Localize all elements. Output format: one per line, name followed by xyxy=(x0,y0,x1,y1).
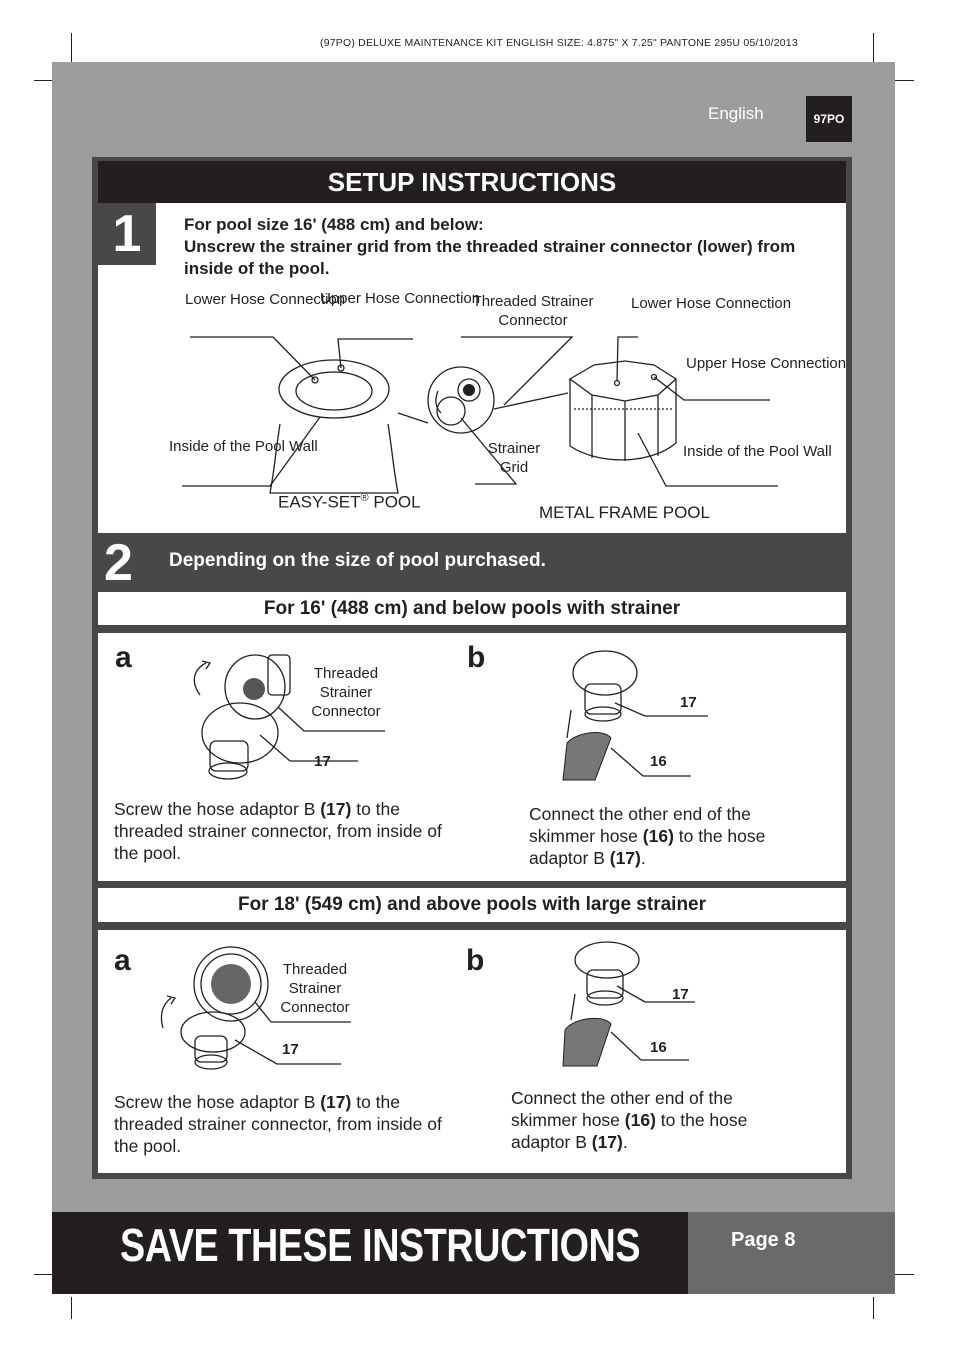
easy-set-pool-illustration xyxy=(269,359,399,494)
large-pool-b-illustration xyxy=(562,941,695,1067)
label-threaded-strainer: Threaded Strainer Connector xyxy=(472,293,594,329)
label-upper-hose-right: Upper Hose Connection xyxy=(686,355,847,372)
page-number-box xyxy=(688,1212,895,1294)
small-pool-b-part-top: 17 xyxy=(680,694,697,711)
small-pool-a-part: 17 xyxy=(314,753,331,770)
page-number: Page 8 xyxy=(731,1229,796,1251)
strainer-detail-illustration xyxy=(427,366,495,434)
small-pool-panel xyxy=(98,633,846,881)
crop-mark xyxy=(34,1274,64,1275)
crop-mark xyxy=(880,1274,914,1275)
crop-mark xyxy=(71,33,72,63)
small-pool-b-illustration xyxy=(562,650,708,781)
large-pool-step-b-letter: b xyxy=(466,944,485,977)
large-pool-step-a-letter: a xyxy=(114,944,131,977)
metal-frame-pool-illustration xyxy=(568,360,678,461)
small-pool-step-b-letter: b xyxy=(467,641,486,674)
section-title: SETUP INSTRUCTIONS xyxy=(98,161,846,203)
large-pool-b-part-bottom: 16 xyxy=(650,1039,667,1056)
label-lower-hose-left: Lower Hose Connection xyxy=(185,291,346,308)
footer-bar xyxy=(52,1212,688,1294)
label-inside-wall-right: Inside of the Pool Wall xyxy=(683,443,832,460)
step2-instructions: Depending on the size of pool purchased. xyxy=(169,550,546,571)
step1-number: 1 xyxy=(98,203,156,265)
large-pool-b-part-top: 17 xyxy=(672,986,689,1003)
printer-info: (97PO) DELUXE MAINTENANCE KIT ENGLISH SI… xyxy=(320,37,798,49)
label-strainer-grid: Strainer Grid xyxy=(487,440,541,476)
large-pool-a-label: Threaded Strainer Connector xyxy=(280,961,350,1016)
step1-diagram xyxy=(182,336,778,494)
model-code-badge: 97PO xyxy=(806,96,852,142)
crop-mark xyxy=(873,1297,874,1319)
small-pool-a-text: Screw the hose adaptor B (17) to the thr… xyxy=(114,799,442,863)
step2-band xyxy=(98,535,846,589)
label-metal-frame-pool: METAL FRAME POOL xyxy=(539,503,710,522)
small-pool-a-label: Threaded Strainer Connector xyxy=(311,665,381,720)
language-label: English xyxy=(708,104,764,123)
small-pool-heading: For 16' (488 cm) and below pools with st… xyxy=(98,592,846,625)
small-pool-a-illustration xyxy=(193,654,385,780)
crop-mark xyxy=(34,80,64,81)
leader-lines xyxy=(182,336,778,487)
large-pool-a-text: Screw the hose adaptor B (17) to the thr… xyxy=(114,1092,442,1156)
large-pool-a-illustration xyxy=(160,946,351,1070)
large-pool-heading: For 18' (549 cm) and above pools with la… xyxy=(98,888,846,922)
step1-line1: For pool size 16' (488 cm) and below: xyxy=(184,215,484,234)
label-easy-set-pool: EASY-SET® POOL xyxy=(278,492,421,512)
step1-line2: Unscrew the strainer grid from the threa… xyxy=(184,237,796,278)
large-pool-a-part: 17 xyxy=(282,1041,299,1058)
save-instructions-banner: SAVE THESE INSTRUCTIONS xyxy=(120,1219,641,1271)
large-pool-b-text: Connect the other end of the skimmer hos… xyxy=(511,1088,748,1152)
step2-number: 2 xyxy=(104,534,133,592)
crop-mark xyxy=(880,80,914,81)
small-pool-b-part-bottom: 16 xyxy=(650,753,667,770)
crop-mark xyxy=(873,33,874,63)
small-pool-b-text: Connect the other end of the skimmer hos… xyxy=(529,804,766,868)
step1-instructions: For pool size 16' (488 cm) and below: Un… xyxy=(184,214,824,280)
label-upper-hose-left: Upper Hose Connection xyxy=(320,290,481,307)
label-lower-hose-right: Lower Hose Connection xyxy=(631,295,792,312)
crop-mark xyxy=(71,1297,72,1319)
step1-panel xyxy=(98,203,846,533)
small-pool-step-a-letter: a xyxy=(115,641,132,674)
label-inside-wall-left: Inside of the Pool Wall xyxy=(169,438,318,455)
